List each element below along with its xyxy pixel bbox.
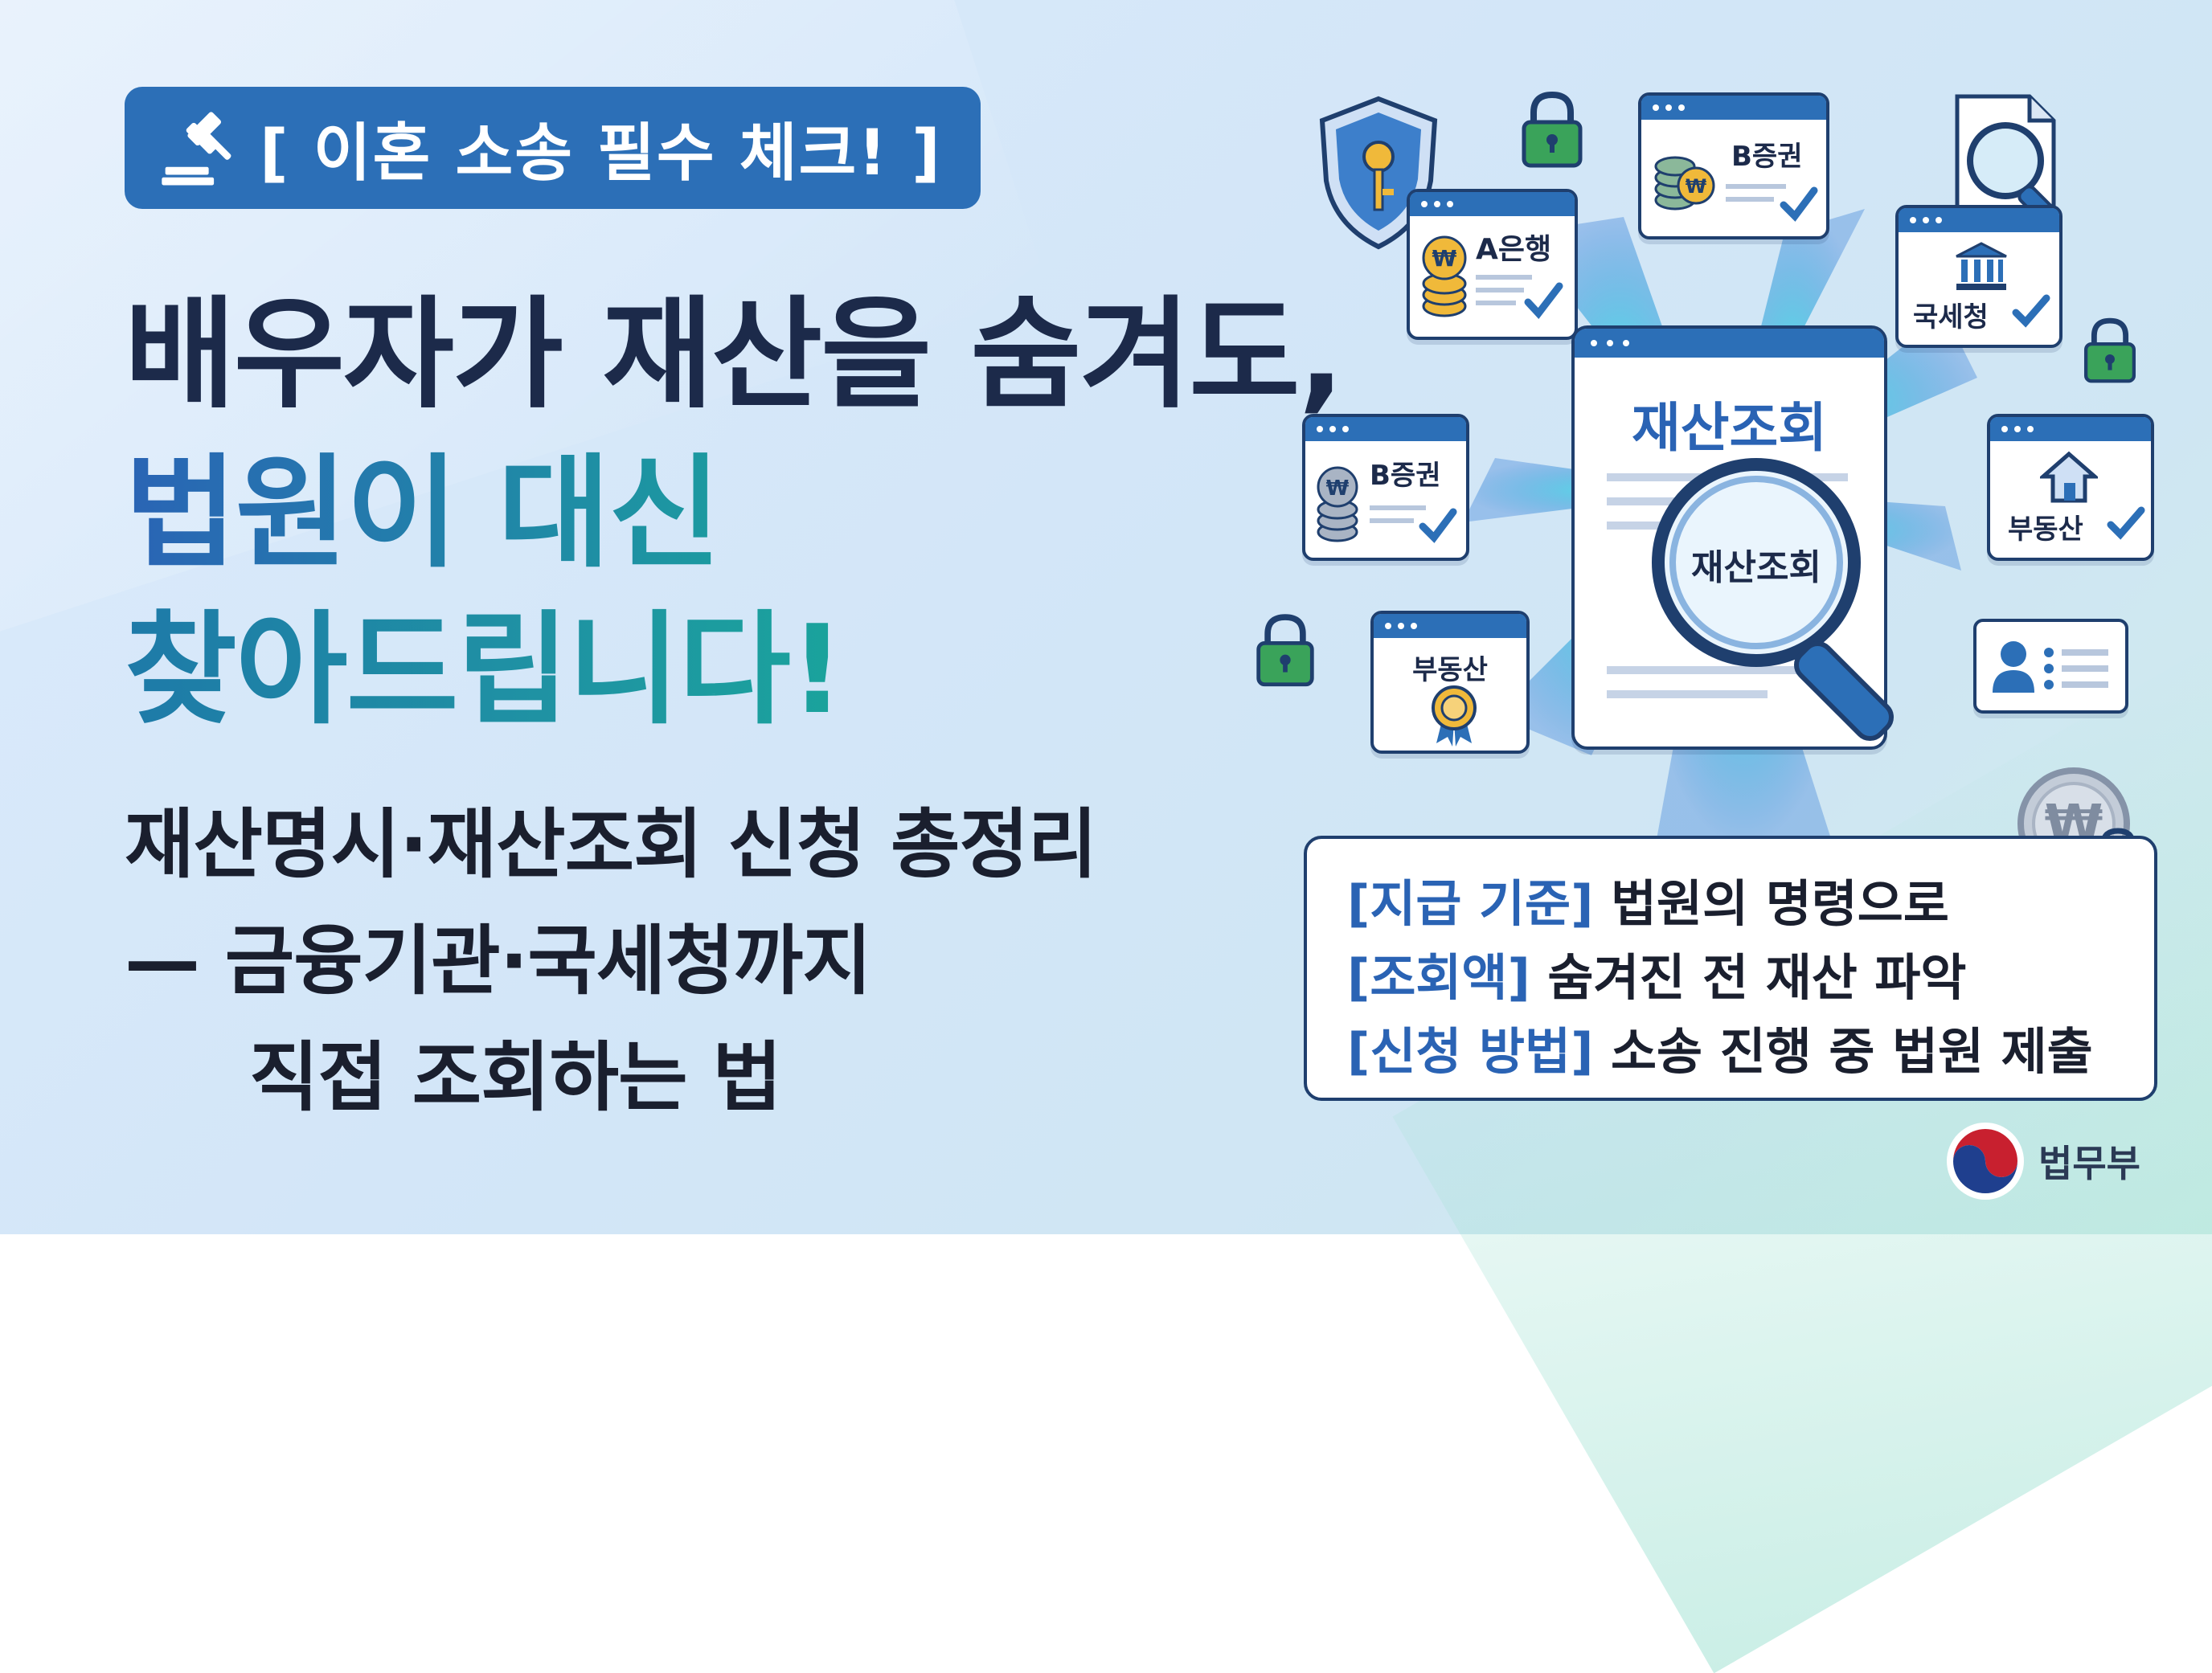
summary-row: [조회액] 숨겨진 전 재산 파악 [1347, 937, 1966, 1009]
headline-line-2: 법원이 대신 [125, 414, 721, 591]
magnifier-label: 재산조회 [1691, 547, 1821, 588]
bank-icon [1956, 242, 2007, 290]
document-search-icon [1955, 94, 2062, 235]
real-estate-card-left: 부동산 [1370, 611, 1530, 754]
subheadline-line-2: — 금융기관·국세청까지 [125, 918, 872, 1005]
category-badge: [ 이혼 소송 필수 체크! ] [125, 87, 981, 209]
ministry-logo: 법무부 [1945, 1121, 2140, 1201]
coin-stack-icon: ₩ [1654, 156, 1715, 211]
headline-line-1: 배우자가 재산을 숨겨도, [125, 285, 1344, 425]
summary-row-text: 소송 진행 중 법원 제출 [1593, 1022, 2093, 1081]
securities-card-label: B증권 [1731, 141, 1803, 173]
svg-text:₩: ₩ [1326, 477, 1350, 501]
subheadline-line-3: 직접 조회하는 법 [249, 1034, 782, 1122]
securities-card-label: B증권 [1370, 460, 1441, 492]
real-estate-card-right: 부동산 [1987, 414, 2154, 561]
asset-search-illustration: ₩ A은행 ₩ B증권 [1254, 72, 2170, 887]
lock-icon [2083, 317, 2136, 383]
gavel-icon [162, 112, 231, 186]
certificate-seal-icon [1432, 685, 1477, 747]
user-profile-icon [1993, 641, 2108, 693]
summary-row-tag: [지급 기준] [1347, 874, 1594, 933]
svg-text:₩: ₩ [1686, 175, 1707, 198]
summary-row-text: 숨겨진 전 재산 파악 [1530, 948, 1967, 1007]
summary-row: [지급 기준] 법원의 명령으로 [1347, 863, 1949, 935]
real-estate-label: 부동산 [2008, 513, 2083, 546]
real-estate-label: 부동산 [1412, 654, 1488, 686]
headline-line-3: 찾아드립니다! [125, 571, 845, 747]
check-icon [2107, 506, 2145, 540]
bank-card-a: ₩ A은행 [1407, 189, 1578, 340]
summary-row: [신청 방법] 소송 진행 중 법원 제출 [1347, 1011, 2093, 1083]
bank-card-label: A은행 [1476, 233, 1552, 266]
coin-stack-icon: ₩ [1317, 466, 1358, 542]
house-icon [2040, 451, 2098, 503]
coin-stack-icon: ₩ [1422, 235, 1467, 317]
tax-office-card: 국세청 [1895, 205, 2062, 348]
svg-text:₩: ₩ [1432, 245, 1457, 272]
securities-card-left: ₩ B증권 [1302, 414, 1469, 561]
document-title: 재산조회 [1632, 397, 1827, 459]
summary-row-tag: [신청 방법] [1347, 1022, 1594, 1081]
subheadline-line-1: 재산명시·재산조회 신청 총정리 [125, 801, 1097, 889]
ministry-name: 법무부 [2038, 1142, 2140, 1185]
lock-icon [1522, 91, 1583, 168]
summary-box: [지급 기준] 법원의 명령으로 [조회액] 숨겨진 전 재산 파악 [신청 방… [1304, 836, 2157, 1101]
taegeuk-emblem-icon [1947, 1123, 2024, 1200]
securities-card-top: ₩ B증권 [1638, 92, 1829, 239]
check-icon [1370, 505, 1457, 543]
lock-icon [1256, 614, 1314, 687]
user-profile-card [1973, 619, 2128, 714]
magnifier-icon [1652, 458, 1895, 742]
badge-label: [ 이혼 소송 필수 체크! ] [260, 117, 942, 190]
check-icon [1726, 184, 1818, 222]
check-icon [1476, 275, 1563, 319]
check-icon [2012, 294, 2050, 328]
summary-row-text: 법원의 명령으로 [1593, 874, 1949, 933]
summary-row-tag: [조회액] [1347, 948, 1530, 1007]
tax-office-label: 국세청 [1913, 301, 1989, 333]
